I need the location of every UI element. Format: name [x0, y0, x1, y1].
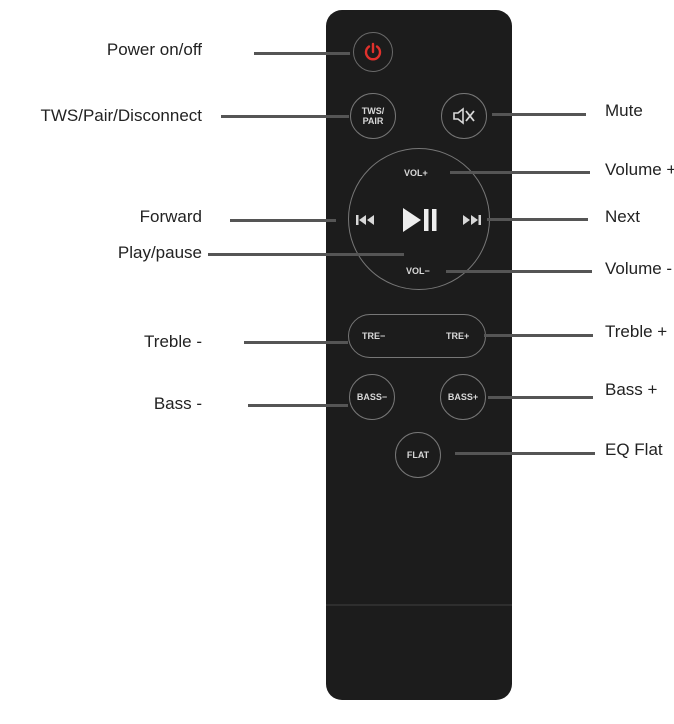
callout-tws: TWS/Pair/Disconnect	[40, 106, 202, 125]
callout-forward: Forward	[139, 207, 202, 226]
bass-minus-button[interactable]: BASS−	[349, 374, 395, 420]
vol-plus-button[interactable]: VOL+	[404, 168, 428, 178]
leader-line-mute	[492, 113, 586, 116]
callout-treble-minus: Treble -	[144, 332, 202, 351]
leader-line-play-pause	[208, 253, 404, 256]
leader-line-volume-down	[446, 270, 592, 273]
treble-minus-button[interactable]: TRE−	[362, 331, 386, 341]
leader-line-eq-flat	[455, 452, 595, 455]
treble-plus-button[interactable]: TRE+	[446, 331, 470, 341]
leader-line-volume-up	[450, 171, 590, 174]
callout-play-pause: Play/pause	[117, 243, 202, 262]
play-pause-icon	[403, 208, 437, 232]
callout-bass-minus: Bass -	[153, 394, 202, 413]
callout-volume-up: Volume +	[605, 160, 674, 179]
mute-button[interactable]	[441, 93, 487, 139]
callout-eq-flat: EQ Flat	[605, 440, 663, 459]
vol-minus-button[interactable]: VOL−	[406, 266, 430, 276]
bass-plus-button[interactable]: BASS+	[440, 374, 486, 420]
leader-line-bass-plus	[488, 396, 593, 399]
previous-icon	[356, 215, 374, 225]
flat-label: FLAT	[406, 450, 430, 460]
tws-pair-button[interactable]: TWS/ PAIR	[350, 93, 396, 139]
next-icon	[463, 215, 481, 225]
leader-line-treble-plus	[484, 334, 593, 337]
leader-line-forward	[230, 219, 336, 222]
remote-seam	[326, 604, 512, 606]
power-button[interactable]	[353, 32, 393, 72]
tws-pair-label: TWS/ PAIR	[361, 106, 385, 126]
leader-line-power	[254, 52, 350, 55]
callout-power: Power on/off	[106, 40, 202, 59]
callout-mute: Mute	[605, 101, 643, 120]
play-pause-button[interactable]	[400, 204, 440, 236]
leader-line-treble-minus	[244, 341, 348, 344]
next-button[interactable]	[461, 211, 483, 229]
leader-line-bass-minus	[248, 404, 348, 407]
callout-treble-plus: Treble +	[605, 322, 668, 341]
callout-bass-plus: Bass +	[605, 380, 658, 399]
bass-plus-label: BASS+	[447, 392, 479, 402]
callout-next: Next	[605, 207, 640, 226]
mute-icon	[453, 107, 475, 125]
flat-button[interactable]: FLAT	[395, 432, 441, 478]
leader-line-tws	[221, 115, 349, 118]
bass-minus-label: BASS−	[356, 392, 388, 402]
previous-button[interactable]	[354, 211, 376, 229]
callout-volume-down: Volume -	[605, 259, 673, 278]
leader-line-next	[487, 218, 588, 221]
power-icon	[364, 42, 382, 61]
